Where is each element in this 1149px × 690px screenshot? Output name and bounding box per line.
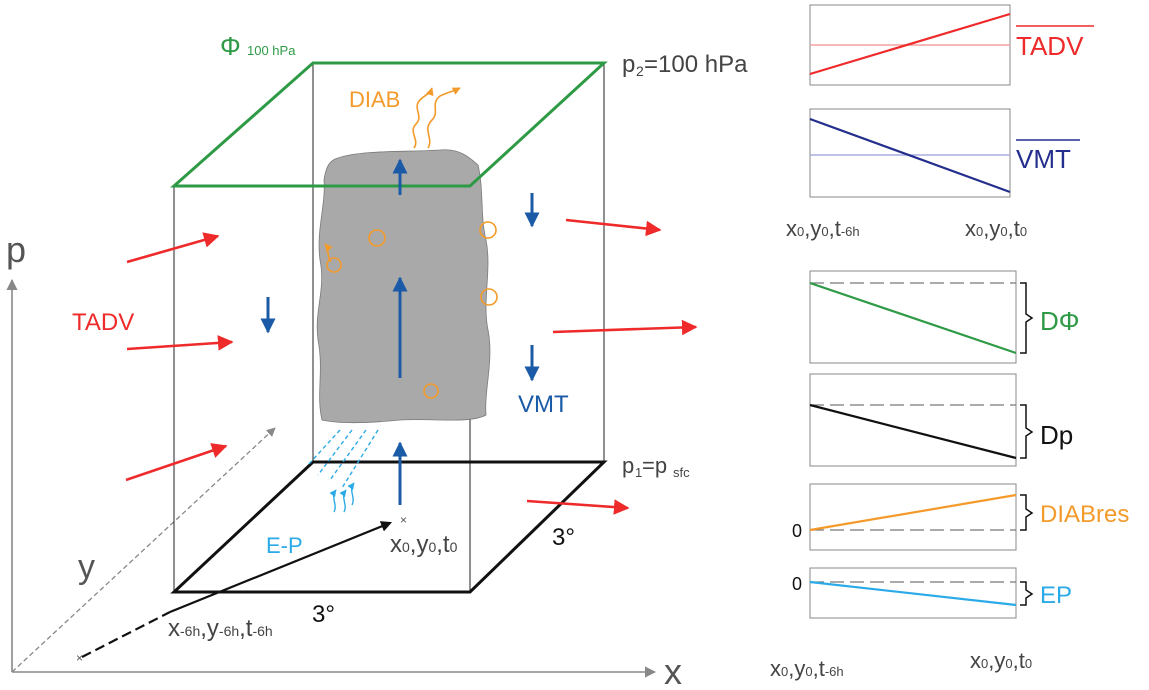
top-panels-axis-left: x0,y0,t-6h: [786, 216, 860, 241]
panel-diabres-label: DIABres: [1040, 501, 1129, 528]
svg-text:Φ: Φ: [220, 31, 241, 61]
tadv-arrows: [125, 218, 698, 515]
top-panels-axis-right: x0,y0,t0: [965, 216, 1027, 241]
svg-text:x0,y0,t0: x0,y0,t0: [390, 531, 458, 558]
y-axis-label: y: [78, 548, 95, 586]
surface-plane: [170, 460, 608, 594]
start-position-label: x-6h,y-6h,t-6h: [168, 615, 273, 642]
ep-arrows: [307, 429, 379, 513]
panel-ep: EP 0: [792, 567, 1072, 619]
vmt-label: VMT: [518, 391, 569, 418]
panel-dp: Dp: [809, 373, 1073, 467]
panel-diabres-zero: 0: [792, 521, 802, 541]
panel-tadv-label: TADV: [1016, 31, 1084, 61]
y-axis: [11, 427, 276, 673]
diab-arrows: [324, 87, 498, 399]
panel-vmt: VMT: [809, 108, 1080, 198]
panel-ep-zero: 0: [792, 574, 802, 594]
panel-ep-label: EP: [1040, 582, 1072, 609]
panel-tadv: TADV: [809, 4, 1094, 86]
svg-text:p: p: [622, 51, 635, 78]
top-plane: [170, 61, 608, 188]
svg-text:100 hPa: 100 hPa: [247, 43, 296, 58]
panel-dphi: DΦ: [809, 270, 1080, 364]
phi-100-label: Φ 100 hPa: [220, 31, 296, 61]
box-edge-label-bottom: 3°: [312, 601, 335, 628]
panel-dp-label: Dp: [1040, 420, 1073, 450]
svg-text:×: ×: [76, 651, 83, 665]
svg-text:2: 2: [636, 63, 644, 79]
vmt-arrows: [260, 158, 540, 505]
diab-label: DIAB: [349, 87, 400, 112]
coordinate-axes: p x y: [6, 229, 682, 690]
p1-label: p 1 =p sfc: [622, 453, 690, 480]
bottom-panels-axis-left: x0,y0,t-6h: [770, 656, 844, 681]
svg-text:x-6h,y-6h,t-6h: x-6h,y-6h,t-6h: [168, 615, 273, 642]
cloud-column: [316, 149, 491, 424]
box-edge-label-right: 3°: [552, 524, 575, 551]
svg-text:1: 1: [635, 465, 642, 480]
bottom-panels-axis-right: x0,y0,t0: [970, 648, 1032, 673]
p2-label: p 2 =100 hPa: [622, 51, 748, 79]
svg-text:×: ×: [400, 513, 407, 527]
panel-vmt-label: VMT: [1016, 144, 1071, 174]
ep-label: E-P: [266, 533, 303, 558]
end-position-label: x0,y0,t0: [390, 531, 458, 558]
svg-text:sfc: sfc: [673, 465, 690, 480]
panel-diabres: DIABres 0: [792, 483, 1129, 551]
x-axis-label: x: [664, 651, 682, 690]
svg-text:p: p: [622, 453, 634, 478]
svg-text:=p: =p: [642, 453, 667, 478]
panel-dphi-label: DΦ: [1040, 306, 1080, 336]
svg-text:=100 hPa: =100 hPa: [644, 51, 748, 78]
tadv-label: TADV: [72, 309, 134, 336]
trajectory: × ×: [76, 513, 407, 665]
p-axis-label: p: [6, 229, 26, 270]
